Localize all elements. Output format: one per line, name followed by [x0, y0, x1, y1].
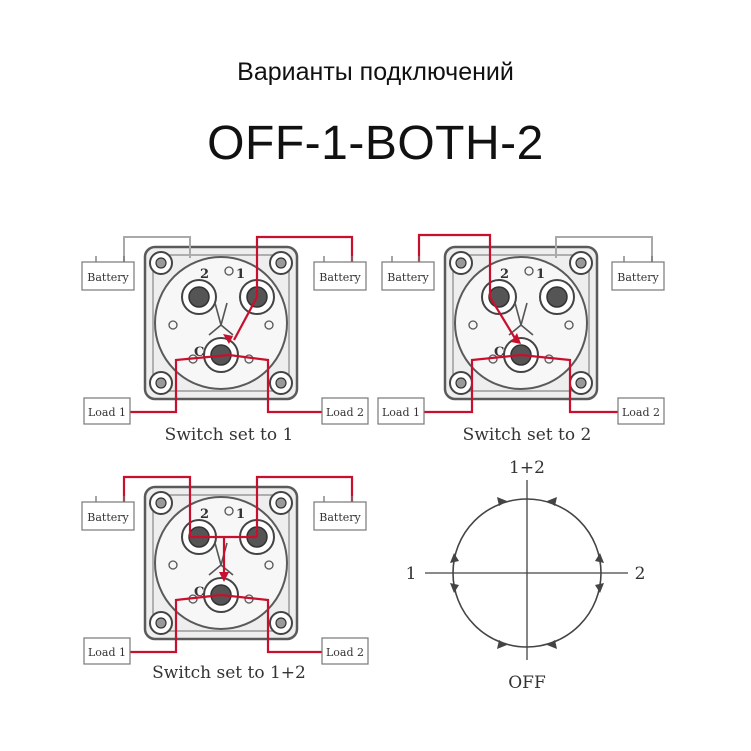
battery-box-right [313, 501, 367, 531]
load-1-label: Load 1 [88, 406, 126, 419]
caption-switch-both: Switch set to 1+2 [152, 663, 306, 683]
battery-label: Battery [87, 511, 129, 524]
dial-arrow-icon [595, 583, 604, 593]
subtitle: Варианты подключений [237, 58, 514, 86]
dial-arrow-icon [497, 497, 507, 506]
dial-label-both: 1+2 [509, 458, 545, 478]
terminal-1-label: 1 [236, 267, 245, 282]
title: OFF-1-BOTH-2 [207, 117, 544, 170]
position-dial: 1+2 1 2 OFF [406, 458, 646, 693]
load-2-label: Load 2 [326, 406, 364, 419]
terminal-2-label: 2 [200, 267, 209, 282]
terminal-2-label: 2 [500, 267, 509, 282]
battery-switch-body [143, 245, 299, 401]
battery-label: Battery [319, 271, 361, 284]
load-1-label: Load 1 [382, 406, 420, 419]
battery-box-left [81, 261, 135, 291]
terminal-2-label: 2 [200, 507, 209, 522]
battery-label: Battery [617, 271, 659, 284]
battery-switch-body [443, 245, 599, 401]
load-2-label: Load 2 [326, 646, 364, 659]
switch-panel-both: 2 1 C Battery Battery Load 1 Load 2 Swit… [81, 475, 369, 683]
load-2-label: Load 2 [622, 406, 660, 419]
load-2-box [321, 397, 369, 425]
battery-box-left [81, 501, 135, 531]
switch-panel-1: 2 1 C Battery Battery Load 1 Load 2 Swit… [81, 235, 369, 445]
load-1-box [83, 637, 131, 665]
dial-arrow-icon [547, 640, 557, 649]
load-1-box [83, 397, 131, 425]
terminal-c-label: C [194, 585, 204, 600]
battery-box-right [313, 261, 367, 291]
terminal-c-label: C [194, 345, 204, 360]
dial-arrow-icon [450, 583, 459, 593]
terminal-1-label: 1 [536, 267, 545, 282]
dial-arrow-icon [450, 553, 459, 563]
battery-label: Battery [387, 271, 429, 284]
battery-label: Battery [87, 271, 129, 284]
dial-label-off: OFF [508, 673, 546, 693]
load-1-box [377, 397, 425, 425]
dial-arrow-icon [497, 640, 507, 649]
caption-switch-2: Switch set to 2 [463, 425, 592, 445]
load-2-box [321, 637, 369, 665]
battery-box-left [381, 261, 435, 291]
load-2-box [617, 397, 665, 425]
battery-switch-body [143, 485, 299, 641]
load-1-label: Load 1 [88, 646, 126, 659]
caption-switch-1: Switch set to 1 [165, 425, 294, 445]
dial-label-2: 2 [635, 564, 646, 584]
dial-arrow-icon [595, 553, 604, 563]
terminal-1-label: 1 [236, 507, 245, 522]
battery-label: Battery [319, 511, 361, 524]
terminal-c-label: C [494, 345, 504, 360]
dial-arrow-icon [547, 497, 557, 506]
dial-label-1: 1 [406, 564, 417, 584]
switch-panel-2: 2 1 C Battery Battery Load 1 Load 2 Swit… [377, 233, 665, 445]
battery-box-right [611, 261, 665, 291]
